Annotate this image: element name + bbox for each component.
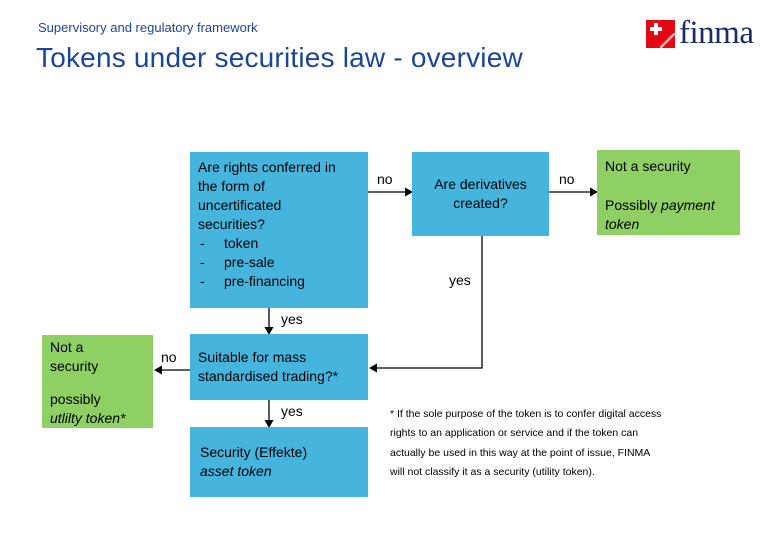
list-item: - token (198, 234, 360, 253)
flag-fold-decoration (660, 33, 675, 48)
rights-question-text: Are rights conferred in the form of unce… (198, 159, 336, 232)
arrow-trading-to-utility (154, 365, 190, 375)
result-line: security (50, 358, 99, 374)
page-title: Tokens under securities law - overview (36, 42, 523, 73)
result-line: Security (Effekte) (200, 444, 308, 460)
bullet-label: token (224, 235, 259, 251)
slide-subtitle: Supervisory and regulatory framework (38, 20, 258, 35)
arrow-trading-to-security (264, 400, 274, 428)
flow-box-rights-question: Are rights conferred in the form of unce… (190, 152, 368, 308)
trading-question-text: Suitable for mass standardised trading?* (198, 349, 339, 384)
result-line: Not a security (605, 158, 691, 174)
finma-wordmark: finma (679, 15, 754, 51)
list-item: - pre-sale (198, 253, 360, 272)
finma-logo: finma (646, 15, 766, 54)
flow-box-derivatives-question: Are derivatives created? (412, 152, 549, 236)
footnote-text: * If the sole purpose of the token is to… (390, 408, 662, 479)
result-line: possibly (50, 391, 101, 407)
edge-label-yes: yes (281, 311, 303, 327)
edge-label-yes: yes (281, 403, 303, 419)
flow-box-utility-token-result: Not a security possibly utlilty token* (42, 335, 153, 428)
arrow-derivatives-to-trading (369, 236, 483, 373)
edge-label-no: no (559, 171, 575, 187)
edge-label-yes: yes (449, 272, 471, 288)
bullet-label: pre-financing (224, 273, 305, 289)
token-type-italic: asset token (200, 463, 272, 479)
result-line: Possibly payment token (605, 196, 732, 234)
derivatives-question-text: Are derivatives created? (434, 176, 527, 211)
edge-label-no: no (377, 171, 393, 187)
arrow-derivatives-to-payment (549, 187, 598, 197)
bullet-dash: - (200, 235, 205, 251)
bullet-dash: - (200, 273, 205, 289)
arrow-rights-to-trading (264, 308, 274, 335)
flow-box-trading-question: Suitable for mass standardised trading?* (190, 334, 368, 400)
token-type-italic: utlilty token* (50, 410, 126, 426)
flow-box-payment-token-result: Not a security Possibly payment token (597, 150, 740, 235)
list-item: - pre-financing (198, 272, 360, 291)
swiss-flag-icon (646, 20, 675, 48)
bullet-dash: - (200, 254, 205, 270)
swiss-cross-icon (650, 27, 662, 31)
edge-label-no: no (161, 349, 177, 365)
token-type-italic: payment token (605, 197, 715, 232)
flow-box-security-result: Security (Effekte) asset token (190, 427, 368, 497)
result-text: Possibly (605, 197, 662, 213)
bullet-label: pre-sale (224, 254, 275, 270)
arrow-rights-to-derivatives (368, 187, 413, 197)
result-line: Not a (50, 339, 84, 355)
